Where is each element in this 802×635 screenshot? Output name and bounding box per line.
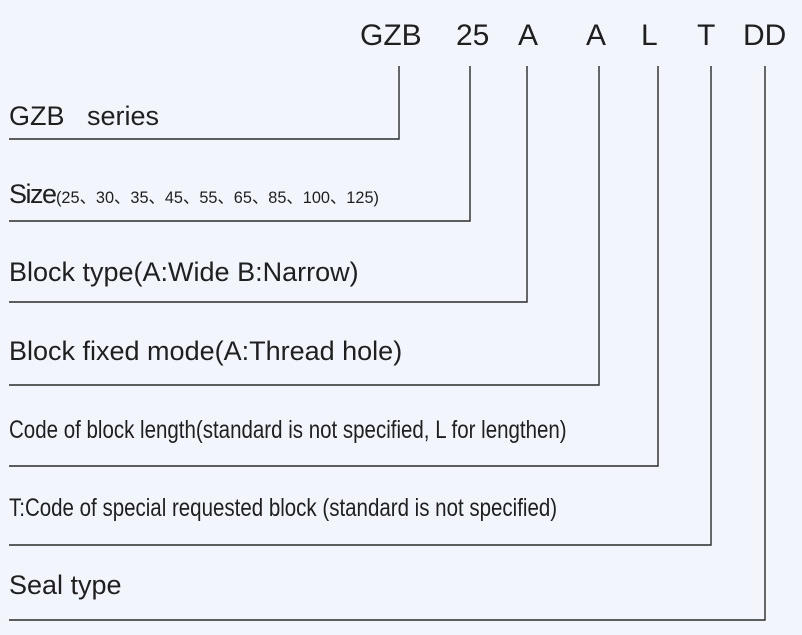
label-fixed-mode: Block fixed mode(A:Thread hole) xyxy=(9,336,403,366)
code-seal: DD xyxy=(743,19,787,52)
connector-special xyxy=(9,66,712,546)
code-size: 25 xyxy=(456,19,490,52)
label-series: GZB series xyxy=(9,101,160,131)
connector-seal xyxy=(9,66,766,621)
connector-size xyxy=(9,66,471,222)
label-size: Size(25、30、35、45、55、65、85、100、125) xyxy=(9,176,392,217)
connector-fixed-mode xyxy=(9,66,600,386)
label-block-type: Block type(A:Wide B:Narrow) xyxy=(9,257,359,287)
code-series: GZB xyxy=(360,19,422,52)
label-seal-type: Seal type xyxy=(9,570,122,600)
connector-series xyxy=(9,66,400,140)
code-special: T xyxy=(697,19,716,52)
code-block-type: A xyxy=(518,19,539,52)
label-size-options: (25、30、35、45、55、65、85、100、125) xyxy=(55,188,379,207)
connector-length xyxy=(9,66,659,467)
code-length: L xyxy=(641,19,658,52)
code-fixed-mode: A xyxy=(586,19,607,52)
label-size-main: Size xyxy=(9,179,57,209)
connector-block-type xyxy=(9,66,528,303)
label-block-length: Code of block length(standard is not spe… xyxy=(9,416,567,444)
label-special-block: T:Code of special requested block (stand… xyxy=(9,494,558,522)
